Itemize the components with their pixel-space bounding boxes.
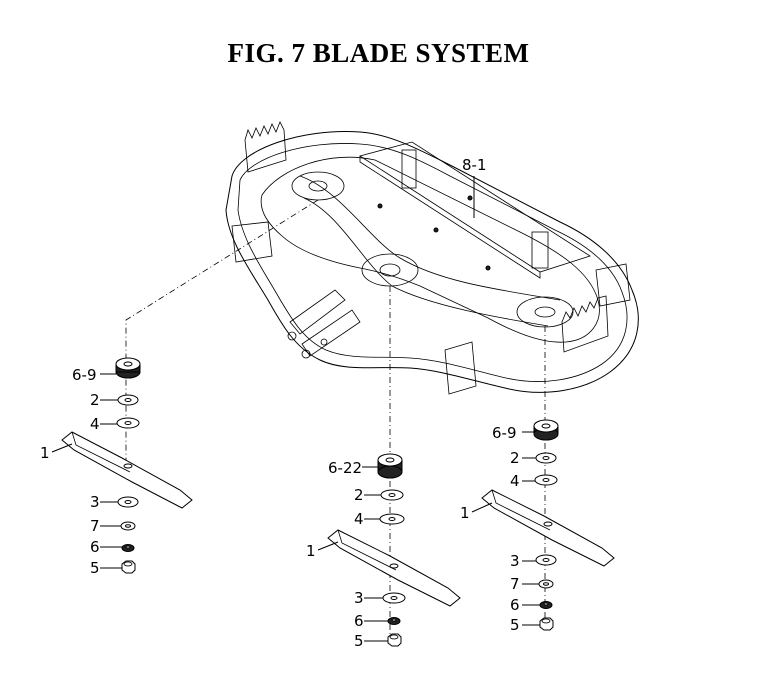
callout-right-washer-7: 7 [510,575,520,593]
callout-right-spindle: 6-9 [492,424,517,442]
callout-left-nut-5: 5 [90,559,100,577]
center-lines [125,199,546,640]
left-blade-stack [61,357,193,574]
callout-center-lockwasher-6: 6 [354,612,364,630]
deck-label: 8-1 [462,156,487,174]
callout-left-washer-2: 2 [90,391,100,409]
callout-right-washer-3: 3 [510,552,520,570]
mower-deck [225,121,639,395]
callout-right-washer-4: 4 [510,472,520,490]
callout-center-washer-3: 3 [354,589,364,607]
figure-title: FIG. 7 BLADE SYSTEM [227,38,530,68]
callout-right-washer-2: 2 [510,449,520,467]
callout-center-washer-2: 2 [354,486,364,504]
leader-lines [51,176,540,642]
callout-left-lockwasher-6: 6 [90,538,100,556]
callout-left-blade: 1 [40,444,50,462]
callout-left-spindle: 6-9 [72,366,97,384]
callout-center-spindle: 6-22 [328,459,362,477]
callout-left-washer-3: 3 [90,493,100,511]
callout-left-washer-4: 4 [90,415,100,433]
callout-right-lockwasher-6: 6 [510,596,520,614]
callout-center-washer-4: 4 [354,510,364,528]
center-blade-stack [327,453,461,647]
callout-center-blade: 1 [306,542,316,560]
callout-left-washer-7: 7 [90,517,100,535]
right-blade-stack [481,419,615,631]
callout-right-nut-5: 5 [510,616,520,634]
callout-right-blade: 1 [460,504,470,522]
callout-center-nut-5: 5 [354,632,364,650]
callout-labels: 8-1 6-9 2 4 1 3 7 6 5 6-22 2 4 1 3 6 5 6… [40,156,520,650]
